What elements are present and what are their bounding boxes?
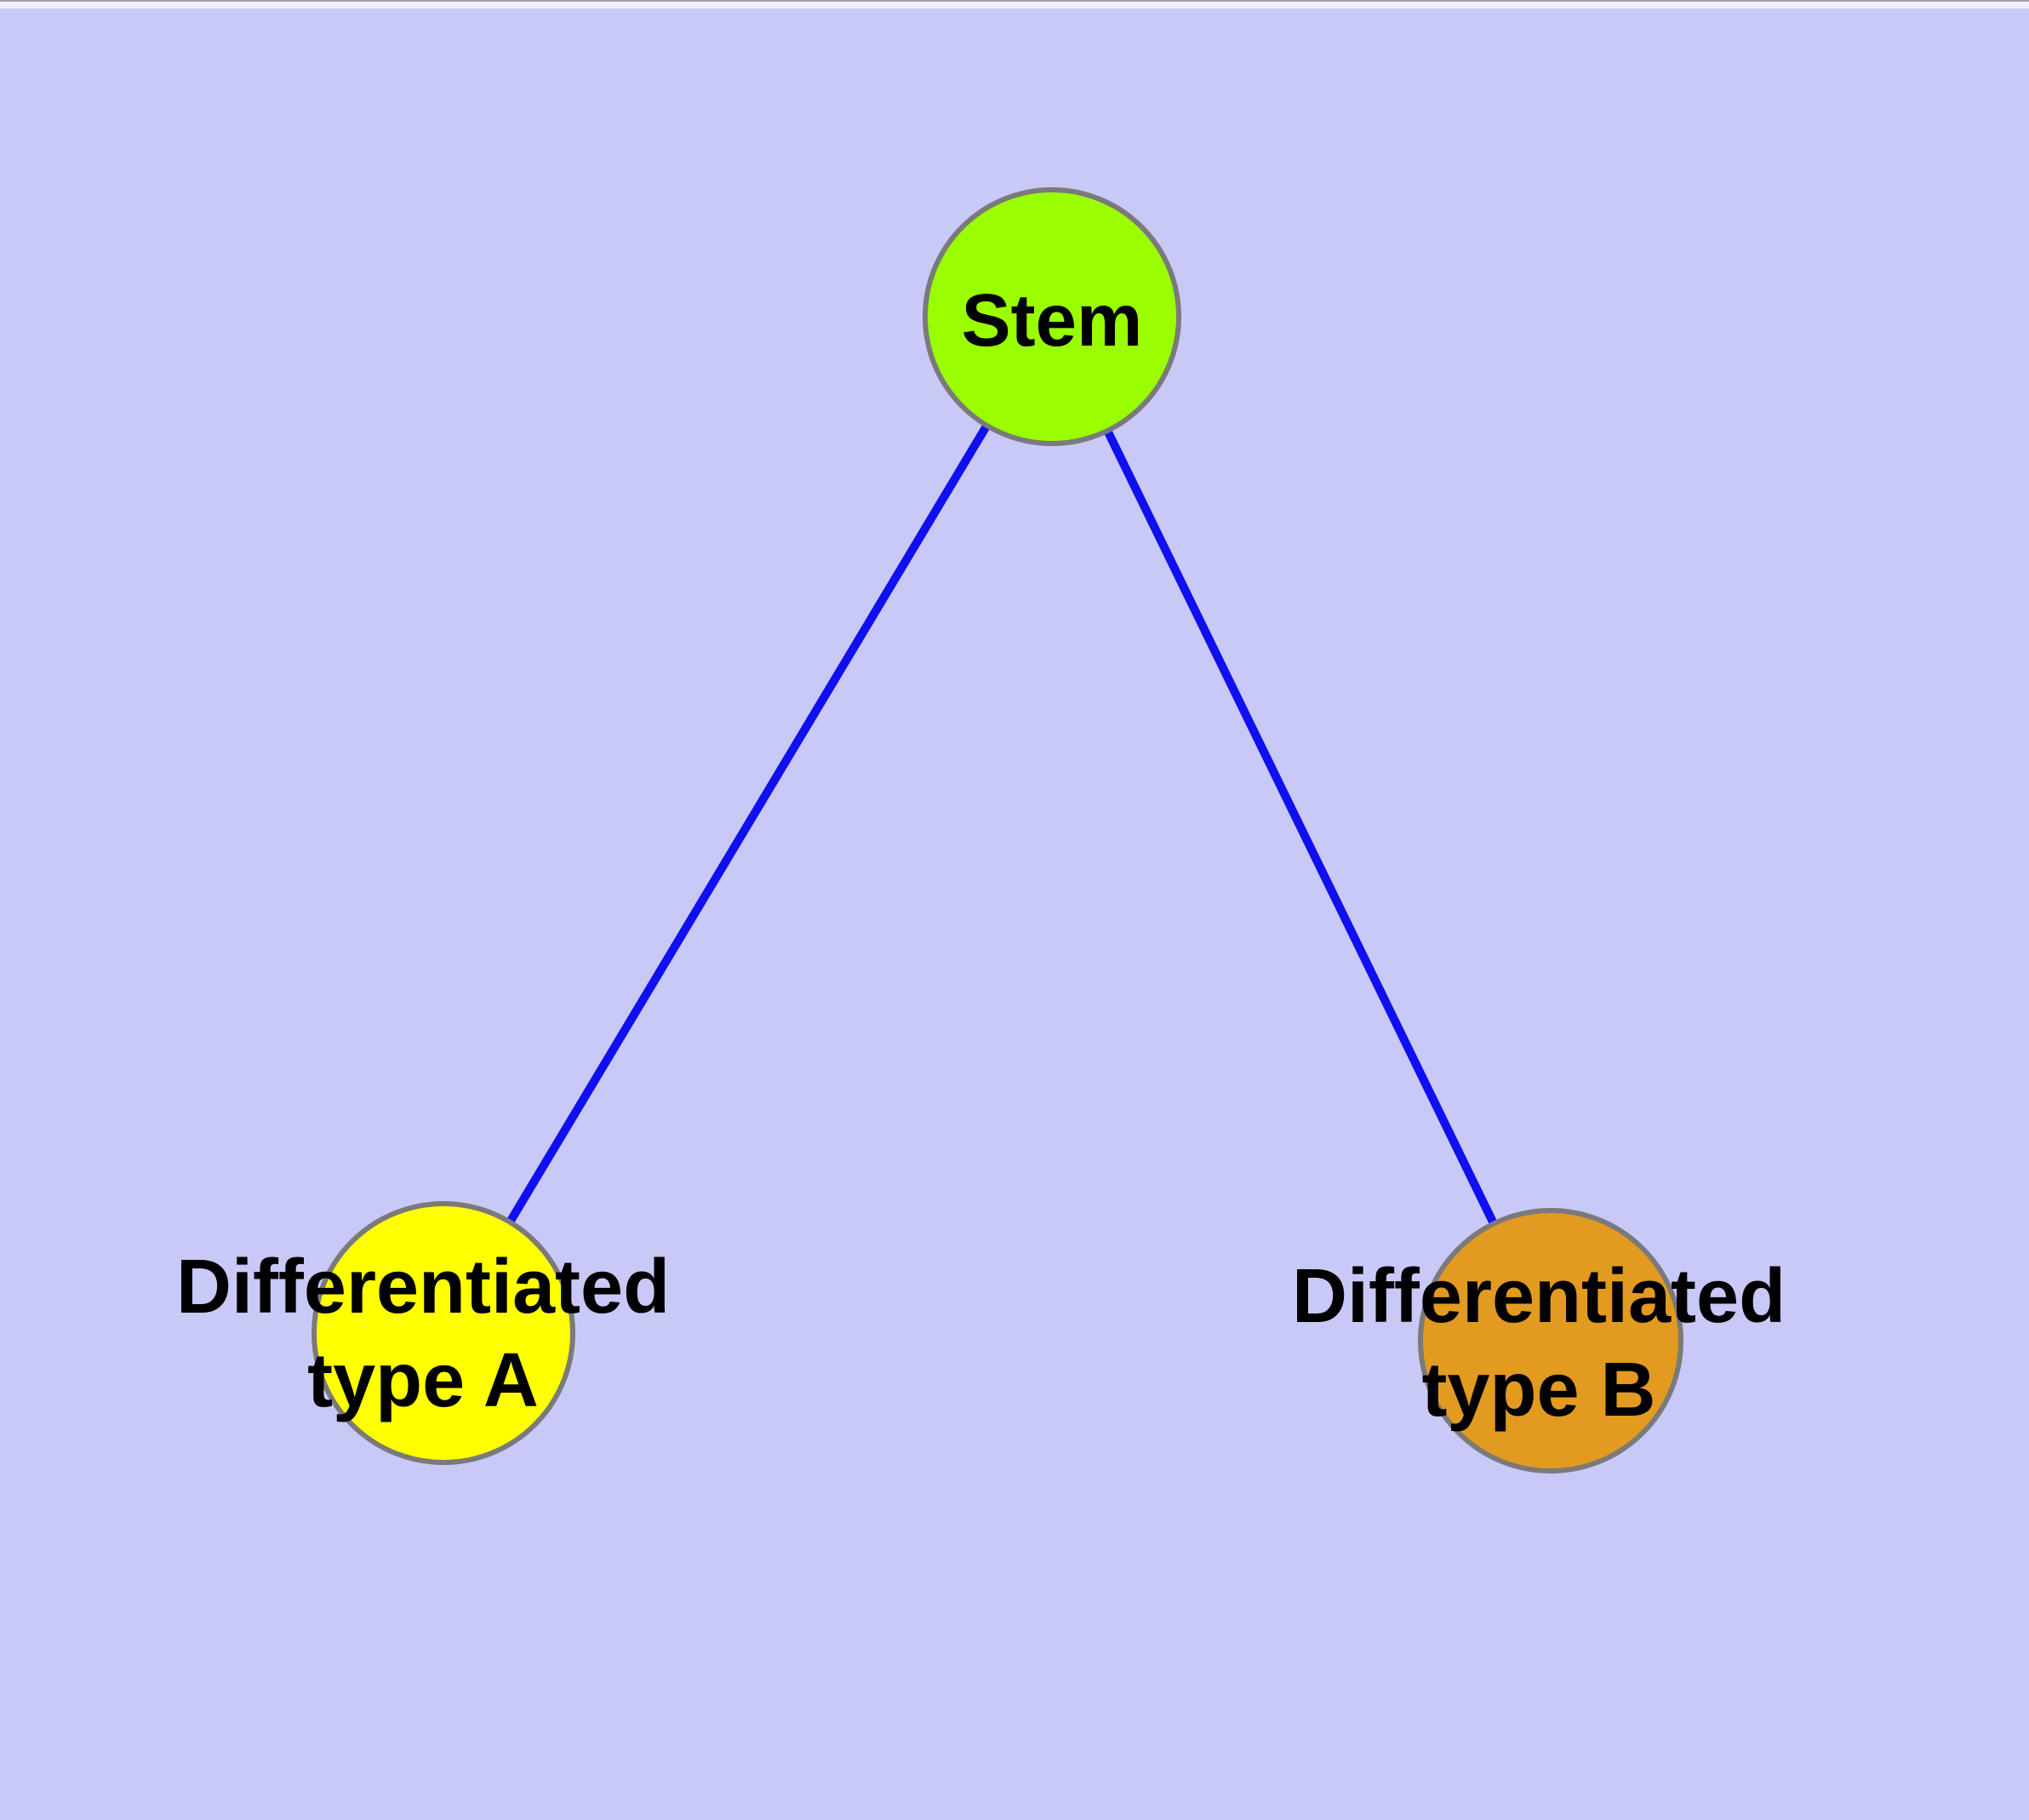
type-b-node-label-line1: Differentiated: [1291, 1254, 1786, 1339]
type-a-node-label-line1: Differentiated: [175, 1245, 671, 1330]
stem-node-label: Stem: [962, 278, 1143, 363]
edge-stem-to-type-b: [1048, 314, 1555, 1343]
type-a-node-circle: [311, 1201, 575, 1465]
type-b-node-label-line2: type B: [1421, 1348, 1656, 1433]
stem-node-label-text: Stem: [961, 279, 1143, 362]
type-a-node-label-line2: type A: [307, 1338, 539, 1423]
stem-node-circle: [923, 187, 1181, 446]
type-a-node-label: Differentiated type A: [176, 1240, 670, 1428]
window-top-edge: [0, 0, 2029, 9]
edge-stem-to-type-a: [439, 314, 1056, 1336]
type-b-node-label: Differentiated type B: [1292, 1250, 1786, 1437]
type-b-node-circle: [1418, 1208, 1683, 1474]
